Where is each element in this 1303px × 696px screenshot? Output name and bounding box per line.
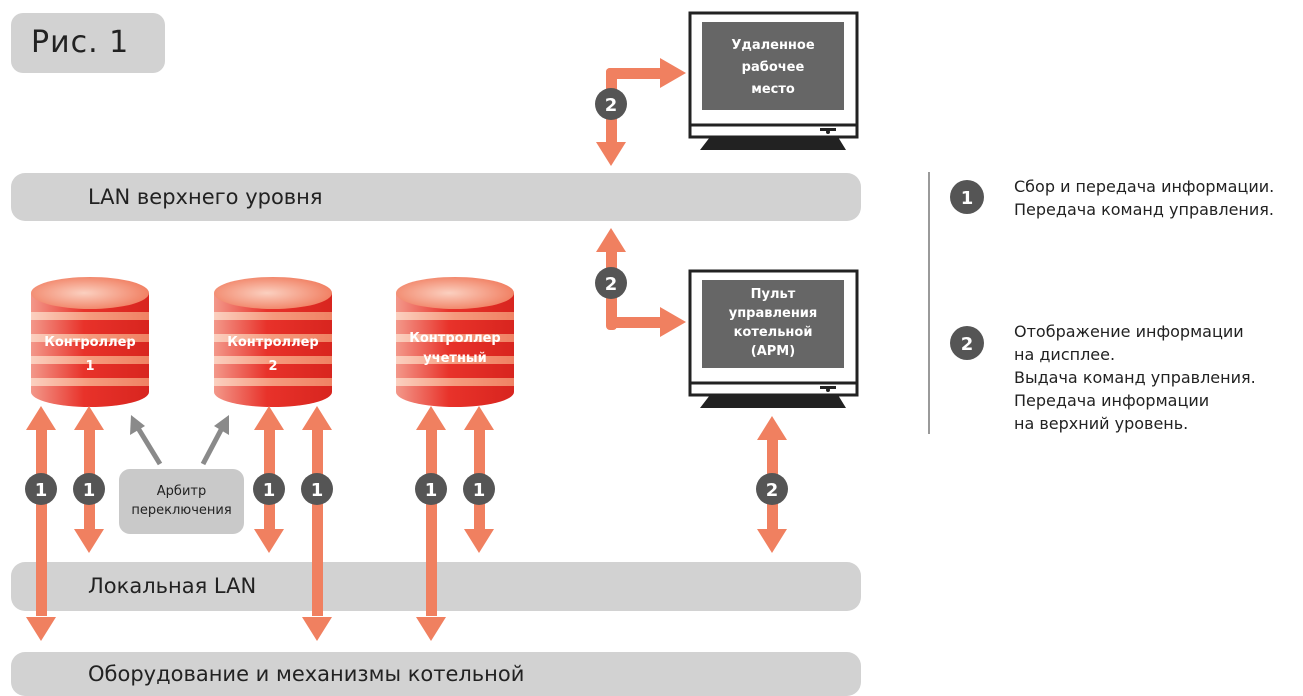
arbiter-box: Арбитр переключения xyxy=(119,469,244,534)
badge-1-e: 1 xyxy=(415,473,447,505)
controller-accounting: Контроллер учетный xyxy=(396,277,514,407)
equipment-bus: Оборудование и механизмы котельной xyxy=(11,652,861,696)
arrow-ctl2-equipment xyxy=(302,406,332,641)
badge-1-c: 1 xyxy=(253,473,285,505)
controller-2-number: 2 xyxy=(268,359,277,374)
controller-1: Контроллер 1 xyxy=(31,277,149,407)
monitor-console-line-2: управления xyxy=(729,306,818,321)
svg-text:1: 1 xyxy=(263,480,276,501)
legend-item-1-line-1: Сбор и передача информации. xyxy=(1014,177,1275,196)
svg-text:1: 1 xyxy=(35,480,48,501)
arbiter-line-2: переключения xyxy=(131,503,232,518)
arrow-ctl1-equipment xyxy=(26,406,56,641)
badge-1-d: 1 xyxy=(301,473,333,505)
arbiter-line-1: Арбитр xyxy=(156,484,207,499)
arrow-lan-console xyxy=(596,228,686,337)
badge-1-b: 1 xyxy=(73,473,105,505)
legend-divider xyxy=(928,172,930,434)
controller-1-label: Контроллер xyxy=(44,335,135,350)
monitor-console-line-4: (АРМ) xyxy=(751,344,795,359)
figure-label-box: Рис. 1 xyxy=(11,13,165,73)
monitor-console-line-3: котельной xyxy=(734,325,813,340)
monitor-console: Пульт управления котельной (АРМ) xyxy=(688,269,859,408)
local-lan-label: Локальная LAN xyxy=(88,574,257,598)
arbiter-arrows xyxy=(130,415,229,466)
legend-item-2-line-5: на верхний уровень. xyxy=(1014,414,1189,433)
controller-2-label: Контроллер xyxy=(227,335,318,350)
upper-lan-label: LAN верхнего уровня xyxy=(88,185,323,209)
figure-label: Рис. 1 xyxy=(31,25,130,60)
legend-item-2-line-4: Передача информации xyxy=(1014,391,1210,410)
upper-lan-bus: LAN верхнего уровня xyxy=(11,173,861,221)
legend-badge-1: 1 xyxy=(950,180,984,214)
legend-item-1: Сбор и передача информации. Передача ком… xyxy=(1014,175,1274,221)
svg-text:1: 1 xyxy=(473,480,486,501)
controller-accounting-sub: учетный xyxy=(423,351,487,366)
controller-2: Контроллер 2 xyxy=(214,277,332,407)
monitor-remote-line-1: Удаленное xyxy=(731,38,815,53)
legend-item-2-line-2: на дисплее. xyxy=(1014,345,1116,364)
monitor-remote: Удаленное рабочее место xyxy=(688,11,859,150)
monitor-remote-line-2: рабочее xyxy=(742,60,805,75)
svg-text:2: 2 xyxy=(766,480,779,501)
svg-text:2: 2 xyxy=(961,334,974,355)
monitor-console-line-1: Пульт xyxy=(751,287,796,302)
svg-text:1: 1 xyxy=(425,480,438,501)
badge-1-f: 1 xyxy=(463,473,495,505)
svg-text:1: 1 xyxy=(311,480,324,501)
badge-2-remote: 2 xyxy=(595,88,627,120)
svg-text:2: 2 xyxy=(605,95,618,116)
legend-item-2-line-1: Отображение информации xyxy=(1014,322,1244,341)
controller-1-number: 1 xyxy=(85,359,94,374)
badge-2-upper: 2 xyxy=(595,267,627,299)
legend-item-2: Отображение информации на дисплее. Выдач… xyxy=(1014,320,1256,435)
equipment-label: Оборудование и механизмы котельной xyxy=(88,662,525,686)
badge-2-console: 2 xyxy=(756,473,788,505)
controller-accounting-label: Контроллер xyxy=(409,331,500,346)
legend-item-2-line-3: Выдача команд управления. xyxy=(1014,368,1256,387)
badge-1-a: 1 xyxy=(25,473,57,505)
svg-text:1: 1 xyxy=(961,188,974,209)
monitor-remote-line-3: место xyxy=(751,82,795,97)
legend-item-1-line-2: Передача команд управления. xyxy=(1014,200,1274,219)
legend-badge-2: 2 xyxy=(950,326,984,360)
arrow-ctl3-equipment xyxy=(416,406,446,641)
svg-text:1: 1 xyxy=(83,480,96,501)
svg-text:2: 2 xyxy=(605,274,618,295)
